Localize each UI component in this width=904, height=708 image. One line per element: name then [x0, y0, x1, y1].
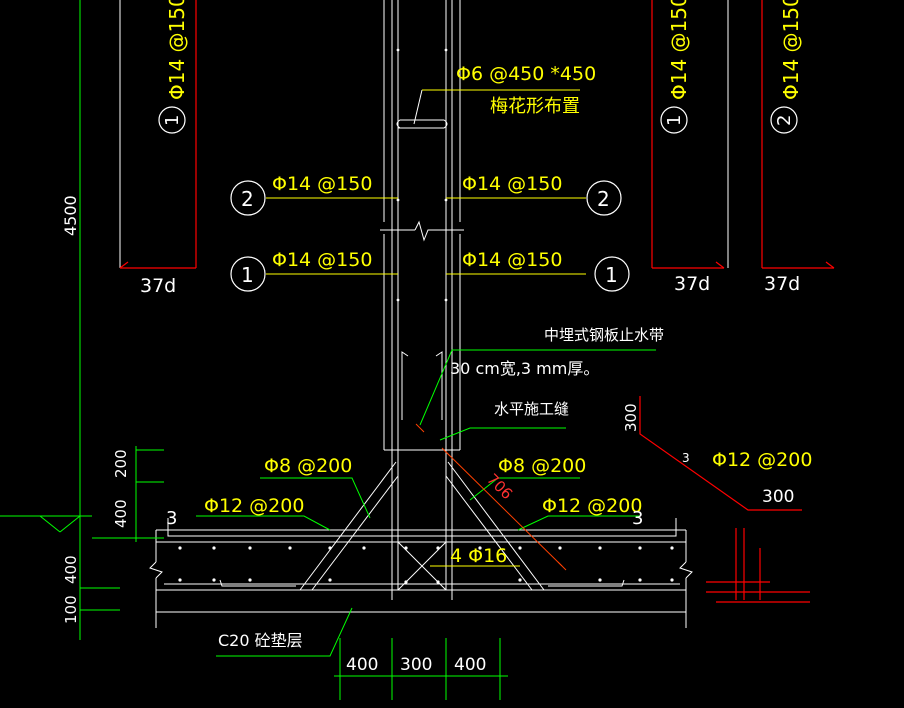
- bottom-dim-400-left: 400: [346, 655, 378, 675]
- tie-label: Φ6 @450 *450: [456, 63, 596, 85]
- waterstop-note: 中埋式钢板止水带: [544, 326, 664, 344]
- bar1-left-label: Φ14 @150: [272, 249, 372, 271]
- left-dim-chain: [0, 446, 164, 640]
- bottom-dim-300: 300: [400, 655, 432, 675]
- mark-2-right: 2: [597, 187, 610, 211]
- end-mark-right: 3: [632, 508, 643, 529]
- bedding-note: C20 砼垫层: [218, 631, 303, 650]
- bottom-dim-400-right: 400: [454, 655, 486, 675]
- stirrup-right-label: Φ8 @200: [498, 455, 586, 477]
- right1-vert-mark: 1: [664, 115, 685, 126]
- left-vert-bar-label: Φ14 @150: [165, 0, 189, 100]
- detail-mark-3: 3: [682, 451, 690, 465]
- footing: [149, 461, 693, 628]
- detail-dim-300-vert: 300: [622, 403, 640, 432]
- bar2-left-label: Φ14 @150: [272, 173, 372, 195]
- chamfer-dim: [415, 423, 567, 571]
- right2-vert-bar-label: Φ14 @150: [779, 0, 803, 100]
- left-anchorage: 37d: [140, 275, 176, 297]
- mark-2-left: 2: [241, 187, 254, 211]
- wall-height-dim: 4500: [61, 195, 80, 236]
- right1-anchorage: 37d: [674, 273, 710, 295]
- stirrup-left-label: Φ8 @200: [264, 455, 352, 477]
- right1-vert-bar-label: Φ14 @150: [667, 0, 691, 100]
- bar2-right-label: Φ14 @150: [462, 173, 562, 195]
- right2-anchorage: 37d: [764, 273, 800, 295]
- left-vert-mark: 1: [162, 115, 183, 126]
- right-wall-detail-1: Φ14 @150 1 37d: [651, 0, 729, 295]
- left-wall-detail: 4500 Φ14 @150 1 37d: [61, 0, 197, 520]
- right2-vert-mark: 2: [774, 115, 795, 126]
- tie-note: 梅花形布置: [490, 96, 580, 117]
- footing-rebar-dots: [178, 546, 674, 584]
- waterstop-spec: 30 cm宽,3 mm厚。: [450, 359, 599, 378]
- joint-note: 水平施工缝: [494, 400, 569, 418]
- central-wall: [380, 0, 580, 600]
- right-wall-detail-2: Φ14 @150 2 37d: [761, 0, 835, 295]
- waterstop-leaders: [419, 349, 656, 441]
- wall-rebar-dots: [396, 48, 448, 302]
- dim-400-upper: 400: [112, 499, 130, 528]
- detail-dim-300-horiz: 300: [762, 487, 794, 507]
- dim-400-lower: 400: [62, 555, 80, 584]
- bottom-dim-chain: [334, 638, 508, 700]
- mark-1-left: 1: [241, 263, 254, 287]
- footing-leaders: [196, 477, 640, 657]
- end-mark-left: 3: [166, 508, 177, 529]
- dim-100: 100: [62, 595, 80, 624]
- mark-1-right: 1: [605, 263, 618, 287]
- corner-bars-label: 4 Φ16: [450, 545, 507, 567]
- slab-left-label: Φ12 @200: [204, 495, 304, 517]
- right-small-detail: [639, 396, 810, 603]
- bar1-right-label: Φ14 @150: [462, 249, 562, 271]
- slab-right-label: Φ12 @200: [542, 495, 642, 517]
- detail-bar-label: Φ12 @200: [712, 449, 812, 471]
- dim-200: 200: [112, 449, 130, 478]
- horizontal-bars: [230, 180, 630, 292]
